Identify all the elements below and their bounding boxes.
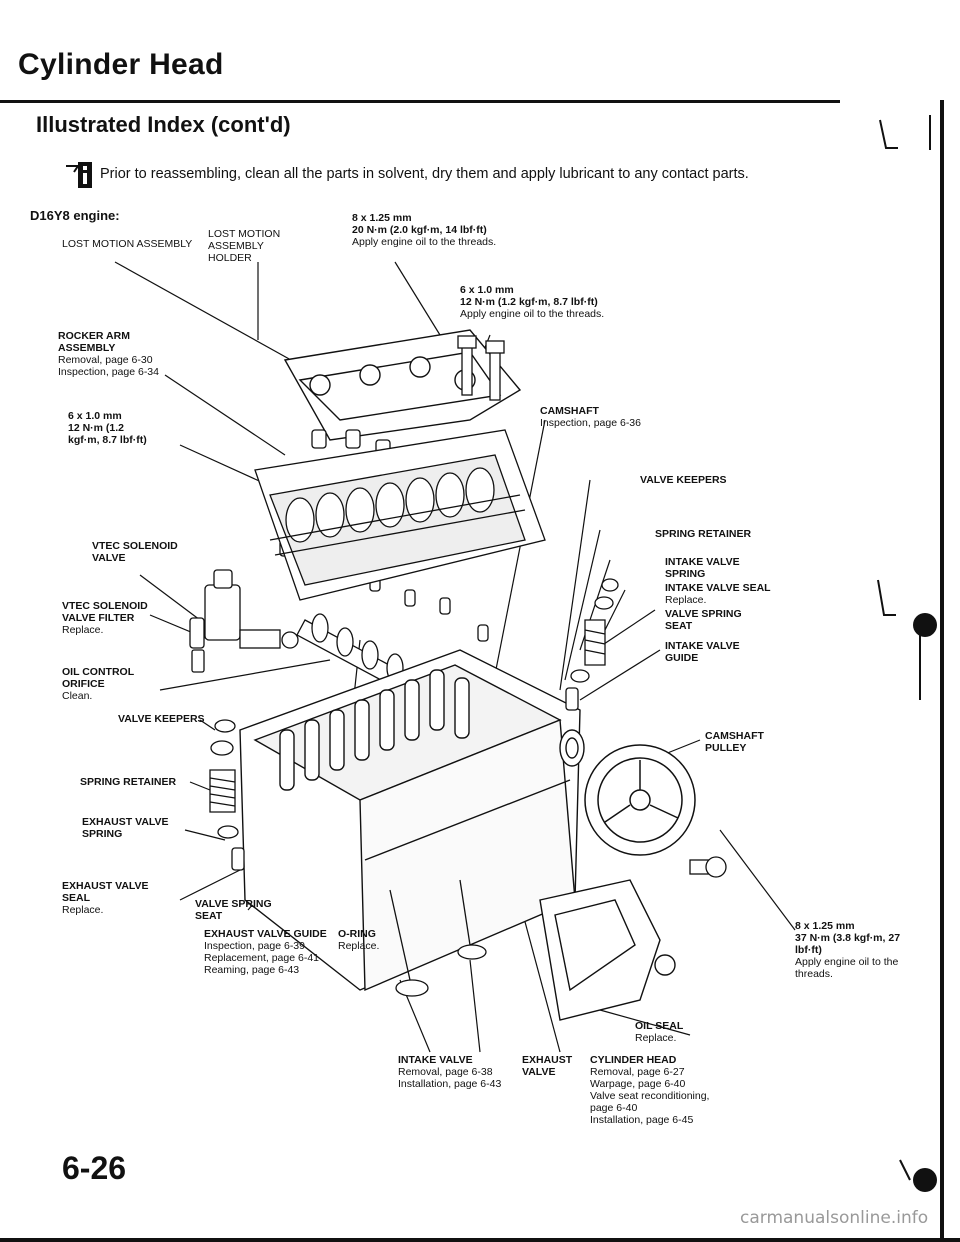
engine-label: D16Y8 engine: — [30, 208, 120, 223]
label-intake-valve: INTAKE VALVE Removal, page 6-38 Installa… — [398, 1054, 502, 1090]
label-intake-valve-seal: INTAKE VALVE SEAL Replace. — [665, 582, 771, 606]
label-exhaust-valve-spring: EXHAUST VALVE SPRING — [82, 816, 169, 840]
label-camshaft-pulley: CAMSHAFT PULLEY — [705, 730, 764, 754]
watermark: carmanualsonline.info — [740, 1208, 929, 1228]
label-cylinder-head: CYLINDER HEAD Removal, page 6-27 Warpage… — [590, 1054, 710, 1126]
label-exhaust-valve-seal: EXHAUST VALVE SEAL Replace. — [62, 880, 149, 916]
note-icon — [66, 162, 92, 188]
label-valve-keepers-right: VALVE KEEPERS — [640, 474, 727, 486]
label-lost-motion-assembly: LOST MOTION ASSEMBLY — [62, 238, 193, 250]
label-intake-valve-guide: INTAKE VALVE GUIDE — [665, 640, 740, 664]
label-spring-retainer-right: SPRING RETAINER — [655, 528, 752, 540]
label-bolt-8x1.25-pulley: 8 x 1.25 mm 37 N·m (3.8 kgf·m, 27 lbf·ft… — [795, 920, 901, 980]
label-bolt-8x1.25-top: 8 x 1.25 mm 20 N·m (2.0 kgf·m, 14 lbf·ft… — [352, 212, 497, 248]
label-vtec-solenoid-valve: VTEC SOLENOID VALVE — [92, 540, 178, 564]
label-exhaust-valve-guide: EXHAUST VALVE GUIDE Inspection, page 6-3… — [204, 928, 327, 976]
label-valve-spring-seat-right: VALVE SPRING SEAT — [665, 608, 742, 632]
label-camshaft: CAMSHAFT Inspection, page 6-36 — [540, 405, 641, 429]
label-valve-keepers-left: VALVE KEEPERS — [118, 713, 205, 725]
header-rule — [0, 100, 840, 103]
label-bolt-6x1.0-left: 6 x 1.0 mm 12 N·m (1.2 kgf·m, 8.7 lbf·ft… — [68, 410, 147, 446]
label-intake-valve-spring: INTAKE VALVE SPRING — [665, 556, 740, 580]
label-oil-seal: OIL SEAL Replace. — [635, 1020, 684, 1044]
label-oil-control-orifice: OIL CONTROL ORIFICE Clean. — [62, 666, 134, 702]
label-rocker-arm-assembly: ROCKER ARM ASSEMBLY Removal, page 6-30 I… — [58, 330, 159, 378]
label-vtec-solenoid-filter: VTEC SOLENOID VALVE FILTER Replace. — [62, 600, 148, 636]
assembly-note: Prior to reassembling, clean all the par… — [100, 166, 749, 182]
label-bolt-6x1.0-mid: 6 x 1.0 mm 12 N·m (1.2 kgf·m, 8.7 lbf·ft… — [460, 284, 605, 320]
binder-marks — [877, 100, 944, 1240]
label-valve-spring-seat-left: VALVE SPRING SEAT — [195, 898, 272, 922]
bottom-rule — [0, 1238, 960, 1242]
page-title: Cylinder Head — [18, 48, 224, 81]
page-number: 6-26 — [62, 1150, 127, 1186]
section-subtitle: Illustrated Index (cont'd) — [36, 112, 291, 137]
label-o-ring: O-RING Replace. — [338, 928, 380, 952]
label-lost-motion-holder: LOST MOTION ASSEMBLY HOLDER — [208, 228, 281, 264]
label-exhaust-valve: EXHAUST VALVE — [522, 1054, 573, 1078]
label-spring-retainer-left: SPRING RETAINER — [80, 776, 177, 788]
